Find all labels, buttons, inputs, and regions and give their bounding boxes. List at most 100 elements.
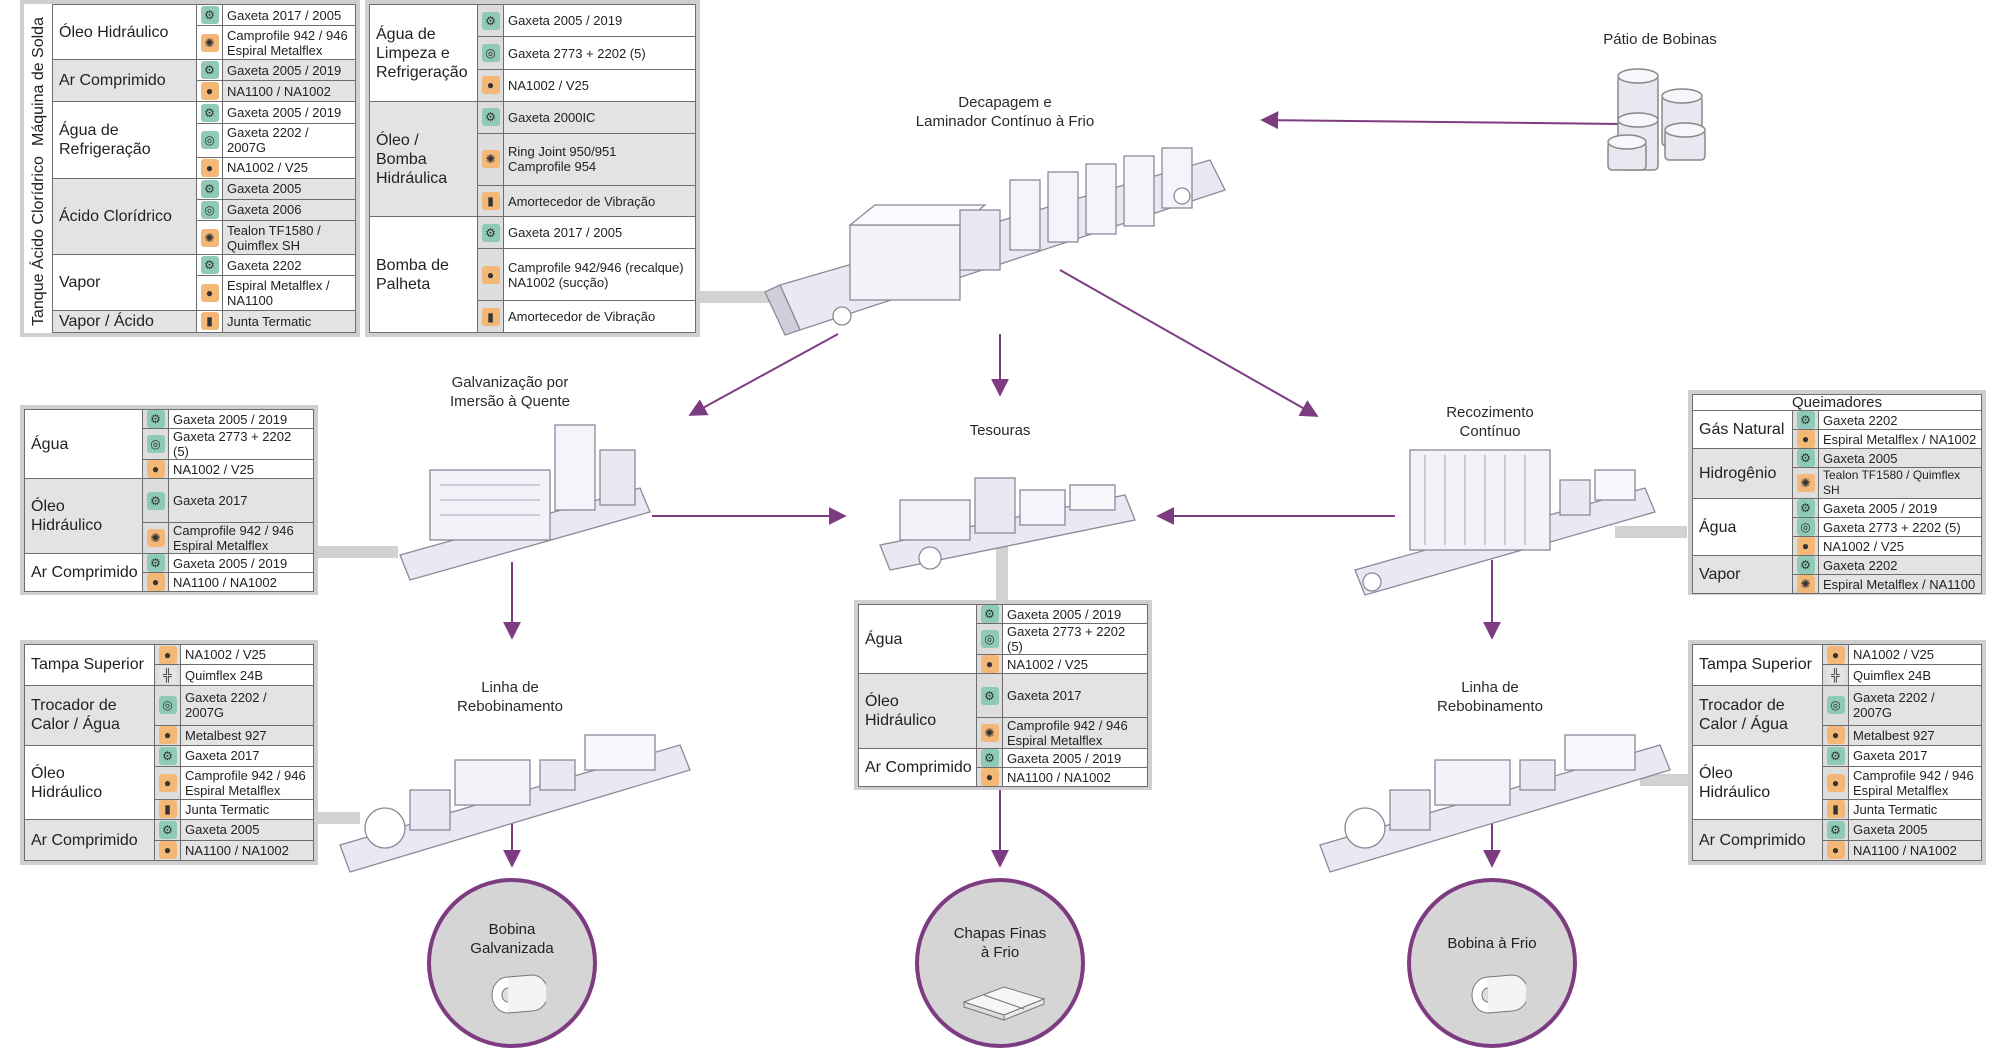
table-recozimento: Queimadores Gás Natural ⚙ Gaxeta 2202 ● … bbox=[1688, 390, 1986, 595]
valve-icon: ● bbox=[158, 773, 177, 792]
gasket-icon: ⚙ bbox=[146, 410, 165, 428]
valve-icon: ● bbox=[158, 726, 177, 745]
category-line: Trocador de bbox=[1699, 697, 1785, 715]
gasket-icon: ⚙ bbox=[1826, 746, 1845, 765]
patio-label: Pátio de Bobinas bbox=[1603, 31, 1717, 48]
bobina-frio-label: Bobina à Frio bbox=[1447, 935, 1537, 952]
recozimento-label-line1: Recozimento bbox=[1446, 404, 1534, 421]
product: NA1100 / NA1002 bbox=[1002, 767, 1148, 787]
product: NA1002 / V25 bbox=[1818, 536, 1982, 556]
gasket-ring-icon: ◎ bbox=[200, 131, 219, 150]
product: Tealon TF1580 / Quimflex SH bbox=[1818, 467, 1982, 499]
product-line: Camprofile 954 bbox=[508, 159, 597, 175]
product: Gaxeta 2000IC bbox=[503, 101, 696, 134]
gasket-ring-icon: ◎ bbox=[481, 44, 500, 63]
valve-icon: ● bbox=[481, 76, 500, 95]
rebobinamento-right-label: Linha de Rebobinamento bbox=[1410, 678, 1570, 716]
category-vapor: Vapor bbox=[1692, 555, 1793, 594]
product: Gaxeta 2005 / 2019 bbox=[168, 553, 314, 573]
gasket-ring-icon: ◎ bbox=[200, 200, 219, 219]
product: NA1002 / V25 bbox=[1848, 643, 1982, 666]
product: Quimflex 24B bbox=[180, 664, 314, 686]
flow-arrows bbox=[503, 111, 1623, 868]
product: Junta Termatic bbox=[1848, 798, 1982, 821]
category-line: Óleo bbox=[31, 764, 65, 782]
product: Espiral Metalflex / NA1002 bbox=[1818, 429, 1982, 449]
product-line: Espiral Metalflex bbox=[173, 538, 269, 553]
product: Gaxeta 2202 / 2007G bbox=[222, 122, 356, 158]
product-line: Espiral Metalflex bbox=[185, 782, 281, 798]
valve-icon: ● bbox=[1826, 841, 1845, 860]
product: Gaxeta 2202 bbox=[1818, 555, 1982, 575]
valve-icon: ● bbox=[980, 768, 999, 786]
valve-icon: ● bbox=[481, 265, 500, 284]
category-vapor-acido: Vapor / Ácido bbox=[52, 309, 197, 334]
product: Gaxeta 2005 / 2019 bbox=[222, 101, 356, 124]
recozimento-machine-icon bbox=[1354, 449, 1656, 596]
arrow-patio-to-decapagem bbox=[1260, 111, 1623, 130]
coil-icon bbox=[1471, 974, 1526, 1014]
bobina-galvanizada-line2: Galvanizada bbox=[470, 940, 554, 957]
valve-icon: ● bbox=[1796, 430, 1815, 448]
gasket-ring-icon: ◎ bbox=[158, 696, 177, 715]
rebobinamento-left-label-line2: Rebobinamento bbox=[457, 698, 563, 715]
product: Junta Termatic bbox=[180, 798, 314, 821]
valve-icon: ● bbox=[146, 573, 165, 591]
product-line: Espiral Metalflex bbox=[1007, 733, 1103, 748]
category-ar: Ar Comprimido bbox=[52, 59, 197, 103]
product: Metalbest 927 bbox=[180, 724, 314, 747]
product: Camprofile 942/946 (recalque)NA1002 (suc… bbox=[503, 248, 696, 302]
category-line: Hidráulico bbox=[865, 712, 937, 729]
product-line: Tealon TF1580 / bbox=[227, 222, 321, 238]
product: Gaxeta 2005 bbox=[1848, 819, 1982, 841]
product: Gaxeta 2773 + 2202 (5) bbox=[1818, 517, 1982, 537]
product: Gaxeta 2773 + 2202 (5) bbox=[503, 36, 696, 70]
damper-icon: ▮ bbox=[481, 192, 500, 211]
category-ar: Ar Comprimido bbox=[24, 819, 155, 861]
category-gas: Gás Natural bbox=[1692, 410, 1793, 449]
product: Gaxeta 2202 bbox=[1818, 410, 1982, 430]
product: NA1100 / NA1002 bbox=[168, 572, 314, 592]
spiral-icon: ✺ bbox=[200, 33, 219, 52]
gasket-icon: ⚙ bbox=[200, 103, 219, 122]
product: Gaxeta 2773 + 2202 (5) bbox=[168, 428, 314, 460]
spiral-icon: ✺ bbox=[980, 724, 999, 742]
product: Gaxeta 2006 bbox=[222, 198, 356, 222]
table-connectors bbox=[318, 291, 1688, 824]
damper-icon: ▮ bbox=[158, 800, 177, 819]
category-ar: Ar Comprimido bbox=[1692, 819, 1823, 861]
category-line: Refrigeração bbox=[59, 141, 151, 159]
category-line: Palheta bbox=[376, 275, 431, 293]
product: Gaxeta 2017 bbox=[168, 478, 314, 523]
rebobinamento-left-label-line1: Linha de bbox=[481, 679, 539, 696]
category-line: Bomba de bbox=[376, 256, 449, 274]
gasket-icon: ⚙ bbox=[158, 820, 177, 839]
category-line: Trocador de bbox=[31, 697, 117, 715]
product-line: Camprofile 942 / 946 bbox=[1853, 767, 1974, 783]
recozimento-label-line2: Contínuo bbox=[1459, 423, 1521, 440]
product: NA1100 / NA1002 bbox=[180, 839, 314, 862]
gasket-icon: ⚙ bbox=[481, 223, 500, 242]
product: Gaxeta 2202 bbox=[222, 254, 356, 277]
category-agua: Água bbox=[858, 604, 977, 674]
product: NA1002 / V25 bbox=[168, 459, 314, 479]
gasket-icon: ⚙ bbox=[146, 491, 165, 510]
table-galvanizacao: Água ⚙ Gaxeta 2005 / 2019 ◎ Gaxeta 2773 … bbox=[20, 405, 318, 595]
tesouras-machine-icon bbox=[879, 477, 1136, 571]
product-line: Camprofile 942 / 946 bbox=[185, 767, 306, 783]
braid-icon: ╬ bbox=[158, 666, 177, 685]
category-ar: Ar Comprimido bbox=[858, 748, 977, 787]
category-acido: Ácido Clorídrico bbox=[52, 177, 197, 256]
product: Gaxeta 2017 / 2005 bbox=[503, 216, 696, 250]
gasket-icon: ⚙ bbox=[481, 108, 500, 127]
